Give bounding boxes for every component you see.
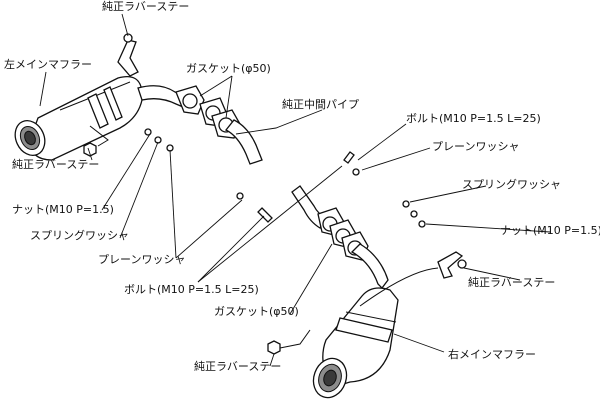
label-spring-washer-right: スプリングワッシャ <box>462 178 561 191</box>
right-pipe <box>350 243 389 289</box>
label-rubber-stay-bottom: 純正ラバーステー <box>194 360 282 373</box>
label-rubber-stay-right: 純正ラバーステー <box>468 276 556 289</box>
leader-lines <box>39 13 551 367</box>
label-bolt-left: ボルト(M10 P=1.5 L=25) <box>124 283 259 296</box>
label-genuine-mid-pipe: 純正中間パイプ <box>282 98 359 111</box>
label-rubber-stay-left: 純正ラバーステー <box>12 158 100 171</box>
right-fasteners <box>343 151 426 228</box>
right-flanges-gasket <box>317 207 369 261</box>
right-main-muffler <box>312 267 439 399</box>
left-fasteners <box>144 128 273 223</box>
label-nut-left: ナット(M10 P=1.5) <box>12 203 114 216</box>
label-gasket-bottom: ガスケット(φ50) <box>214 305 299 318</box>
label-left-main-muffler: 左メインマフラー <box>4 58 92 71</box>
left-genuine-pipe <box>224 119 263 165</box>
left-rubber-stays <box>83 33 139 157</box>
left-main-muffler <box>14 75 143 161</box>
label-gasket-top: ガスケット(φ50) <box>186 62 271 75</box>
label-plain-washer-right: プレーンワッシャ <box>432 140 520 153</box>
label-bolt-right: ボルト(M10 P=1.5 L=25) <box>406 112 541 125</box>
label-right-main-muffler: 右メインマフラー <box>448 348 536 361</box>
right-genuine-pipe <box>291 185 327 229</box>
label-plain-washer-left: プレーンワッシャ <box>98 253 186 266</box>
left-flanges-gasket <box>175 85 241 139</box>
label-nut-right: ナット(M10 P=1.5) <box>500 224 600 237</box>
right-rubber-stays <box>267 251 467 355</box>
label-rubber-stay-top: 純正ラバーステー <box>102 0 190 13</box>
label-spring-washer-left: スプリングワッシャ <box>30 229 129 242</box>
